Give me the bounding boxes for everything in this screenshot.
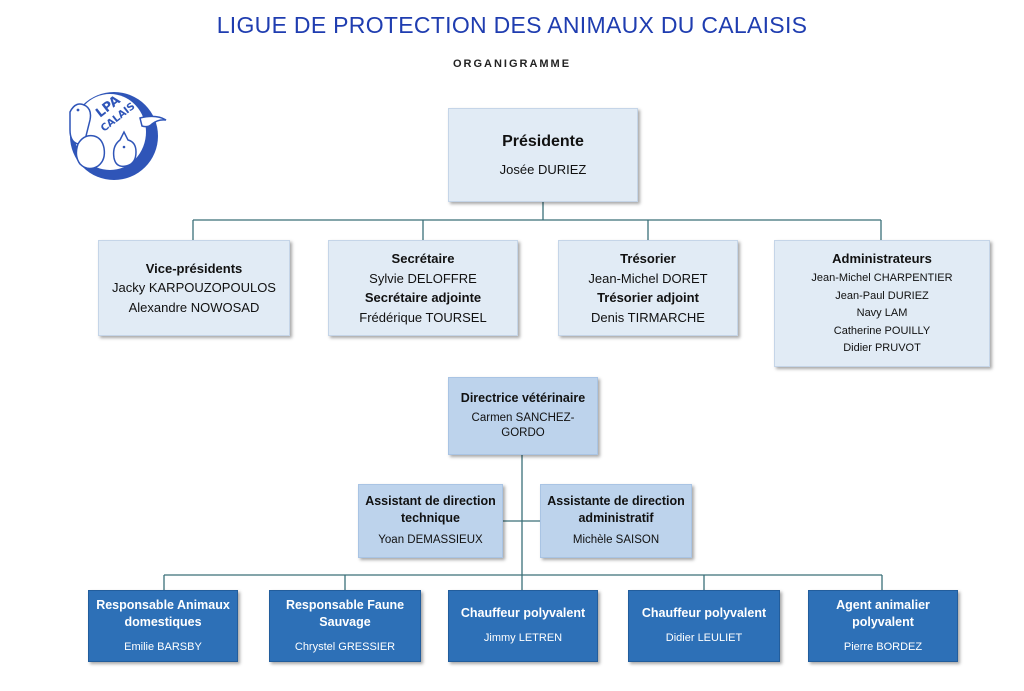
secretary-name: Sylvie DELOFFRE: [369, 270, 477, 286]
lpa-logo: LPA CALAIS: [52, 82, 172, 187]
page-subtitle: ORGANIGRAMME: [452, 58, 572, 70]
vice-name-2: Alexandre NOWOSAD: [128, 299, 260, 315]
assistant-tech-box: Assistant de direction technique Yoan DE…: [358, 484, 503, 558]
secretary-deputy-name: Frédérique TOURSEL: [359, 309, 487, 325]
staff-box-animaux: Responsable Animaux domestiques Emilie B…: [88, 590, 238, 662]
treasurer-box: Trésorier Jean-Michel DORET Trésorier ad…: [558, 240, 738, 336]
secretary-deputy-role: Secrétaire adjointe: [364, 290, 482, 305]
admin-name-2: Jean-Paul DURIEZ: [835, 289, 929, 302]
staff-box-chauffeur-2: Chauffeur polyvalent Didier LEULIET: [628, 590, 780, 662]
admins-role: Administrateurs: [832, 251, 932, 267]
assistant-tech-role: Assistant de direction technique: [365, 494, 496, 526]
president-role: Présidente: [502, 133, 584, 151]
president-name: Josée DURIEZ: [499, 162, 587, 178]
director-role: Directrice vétérinaire: [460, 391, 586, 406]
secretary-role: Secrétaire: [391, 251, 455, 266]
staff-name: Jimmy LETREN: [483, 632, 563, 645]
staff-box-faune: Responsable Faune Sauvage Chrystel GRESS…: [269, 590, 421, 662]
assistant-tech-name: Yoan DEMASSIEUX: [378, 534, 483, 547]
admin-name-1: Jean-Michel CHARPENTIER: [811, 271, 953, 284]
staff-name: Pierre BORDEZ: [843, 640, 923, 653]
secretary-box: Secrétaire Sylvie DELOFFRE Secrétaire ad…: [328, 240, 518, 336]
staff-name: Chrystel GRESSIER: [294, 640, 396, 653]
treasurer-role: Trésorier: [620, 251, 676, 266]
assistant-admin-box: Assistante de direction administratif Mi…: [540, 484, 692, 558]
page-title: LIGUE DE PROTECTION DES ANIMAUX DU CALAI…: [216, 12, 808, 38]
staff-role: Responsable Animaux domestiques: [96, 597, 230, 629]
vice-presidents-box: Vice-présidents Jacky KARPOUZOPOULOS Ale…: [98, 240, 290, 336]
vice-name-1: Jacky KARPOUZOPOULOS: [112, 280, 276, 296]
staff-role: Responsable Faune Sauvage: [285, 597, 405, 629]
treasurer-deputy-name: Denis TIRMARCHE: [591, 309, 705, 325]
staff-name: Emilie BARSBY: [124, 640, 202, 653]
staff-role: Agent animalier polyvalent: [836, 597, 930, 629]
administrators-box: Administrateurs Jean-Michel CHARPENTIER …: [774, 240, 990, 367]
director-box: Directrice vétérinaire Carmen SANCHEZ-GO…: [448, 377, 598, 455]
treasurer-name: Jean-Michel DORET: [588, 270, 708, 286]
president-box: Présidente Josée DURIEZ: [448, 108, 638, 202]
staff-name: Didier LEULIET: [665, 632, 743, 645]
admin-name-4: Catherine POUILLY: [833, 324, 931, 337]
staff-role: Chauffeur polyvalent: [641, 606, 767, 621]
staff-box-agent: Agent animalier polyvalent Pierre BORDEZ: [808, 590, 958, 662]
assistant-admin-name: Michèle SAISON: [572, 534, 660, 547]
admin-name-5: Didier PRUVOT: [843, 342, 921, 355]
admin-name-3: Navy LAM: [856, 307, 908, 320]
vice-role: Vice-présidents: [145, 260, 243, 276]
treasurer-deputy-role: Trésorier adjoint: [597, 290, 699, 305]
staff-role: Chauffeur polyvalent: [460, 606, 586, 621]
staff-box-chauffeur-1: Chauffeur polyvalent Jimmy LETREN: [448, 590, 598, 662]
director-name: Carmen SANCHEZ-GORDO: [471, 411, 575, 440]
assistant-admin-role: Assistante de direction administratif: [547, 494, 685, 526]
